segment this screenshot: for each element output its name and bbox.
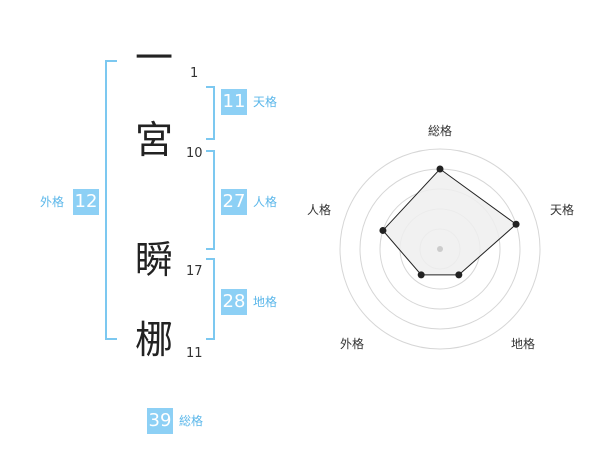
radar-chart xyxy=(339,148,541,350)
radar-label-gaikaku: 外格 xyxy=(340,337,365,351)
radar-point xyxy=(436,165,444,173)
stroke-count-1: 1 xyxy=(190,66,199,81)
jinkaku-label: 人格 xyxy=(253,195,278,209)
radar-label-tenkaku: 天格 xyxy=(550,203,575,217)
name-char-3: 瞬 xyxy=(134,238,173,282)
gaikaku-value: 12 xyxy=(73,189,99,215)
stroke-count-2: 10 xyxy=(186,146,203,161)
soukaku-label: 総格 xyxy=(179,414,204,428)
jinkaku-bracket xyxy=(206,150,215,250)
tenkaku-value: 11 xyxy=(221,89,247,115)
radar-label-soukaku: 総格 xyxy=(428,124,453,138)
gaikaku-label: 外格 xyxy=(40,195,65,209)
name-char-4: 梛 xyxy=(134,318,173,362)
jinkaku-value: 27 xyxy=(221,189,247,215)
radar-point xyxy=(417,271,425,279)
name-char-2: 宮 xyxy=(134,118,173,162)
radar-label-chikaku: 地格 xyxy=(511,337,536,351)
radar-ring xyxy=(339,148,541,350)
gaikaku-bracket xyxy=(105,60,117,340)
radar-points xyxy=(379,165,520,279)
tenkaku-bracket xyxy=(206,86,215,140)
tenkaku-label: 天格 xyxy=(253,95,278,109)
name-char-1: 一 xyxy=(134,36,173,80)
stroke-count-4: 11 xyxy=(186,346,203,361)
radar-point xyxy=(379,226,387,234)
chikaku-bracket xyxy=(206,258,215,340)
radar-point xyxy=(455,271,463,279)
radar-point xyxy=(512,220,520,228)
radar-label-jinkaku: 人格 xyxy=(307,203,332,217)
stroke-count-3: 17 xyxy=(186,264,203,279)
chikaku-label: 地格 xyxy=(253,295,278,309)
radar-center-dot xyxy=(437,246,443,252)
soukaku-value: 39 xyxy=(147,408,173,434)
radar-polygon xyxy=(382,168,517,276)
chikaku-value: 28 xyxy=(221,289,247,315)
